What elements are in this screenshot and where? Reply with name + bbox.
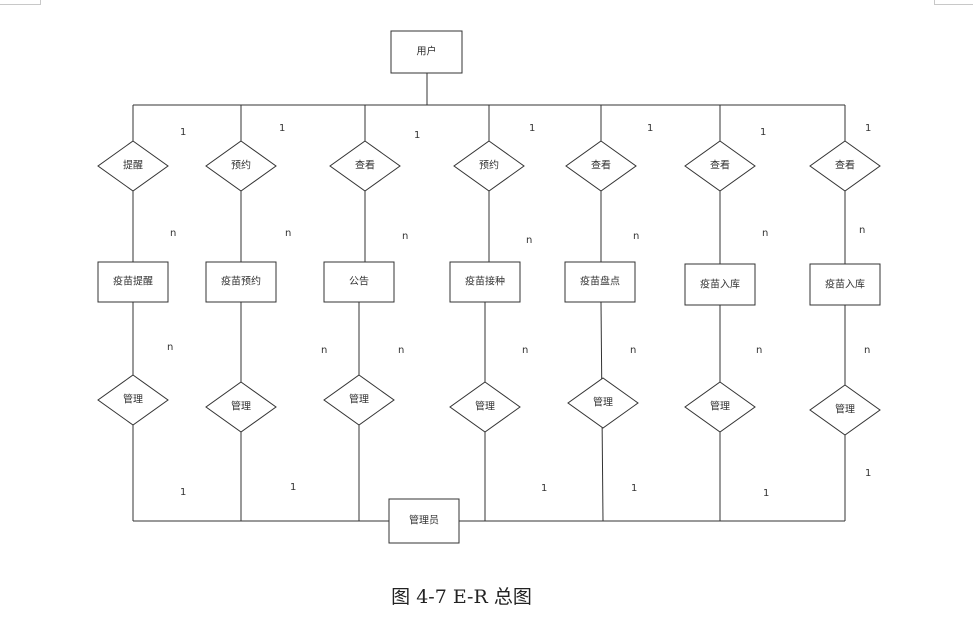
relationship-top-4-label: 预约: [479, 159, 499, 172]
cardinality-bottom-many: n n n n n n n n: [167, 342, 870, 356]
entity-announcement-label: 公告: [349, 275, 369, 288]
relationship-top-6: 查看: [684, 140, 756, 192]
cardinality-label: n: [321, 345, 327, 356]
figure-caption: 图 4-7 E-R 总图: [391, 586, 532, 608]
cardinality-label: 1: [414, 130, 420, 141]
relationship-top-3-label: 查看: [355, 159, 375, 172]
relationship-top-1-label: 提醒: [123, 160, 143, 172]
entity-user-label: 用户: [417, 45, 437, 58]
relationship-bottom-7-label: 管理: [835, 403, 855, 416]
relationship-top-4: 预约: [453, 140, 525, 192]
entity-vaccination-label: 疫苗接种: [465, 275, 505, 288]
entity-vaccine-stock-in-1-label: 疫苗入库: [700, 278, 740, 291]
cardinality-label: 1: [541, 483, 547, 494]
relationship-bottom-1: 管理: [97, 374, 169, 426]
cardinality-label: 1: [290, 482, 296, 493]
relationship-bottom-1-label: 管理: [123, 393, 143, 406]
cardinality-label: n: [756, 345, 762, 356]
cardinality-label: 1: [760, 127, 766, 138]
relationship-bottom-6-label: 管理: [710, 400, 730, 413]
entity-admin: 管理员: [388, 498, 460, 544]
entity-vaccine-appointment-label: 疫苗预约: [221, 275, 261, 288]
cardinality-label: n: [859, 225, 865, 236]
relationship-top-1: 提醒: [97, 140, 169, 192]
cardinality-label: n: [402, 231, 408, 242]
entity-vaccine-inventory-label: 疫苗盘点: [580, 275, 620, 288]
cardinality-label: 1: [279, 123, 285, 134]
cardinality-label: n: [285, 228, 291, 239]
relationship-bottom-4-label: 管理: [475, 400, 495, 413]
cardinality-label: n: [633, 231, 639, 242]
relationship-top-5-label: 查看: [591, 159, 611, 172]
relationship-bottom-2: 管理: [205, 381, 277, 433]
cardinality-label: n: [526, 235, 532, 246]
relationship-bottom-7: 管理: [809, 384, 881, 436]
cardinality-label: n: [864, 345, 870, 356]
entity-admin-label: 管理员: [409, 514, 439, 527]
page-corner-mark-right: [934, 0, 973, 5]
entity-vaccine-stock-in-2-label: 疫苗入库: [825, 278, 865, 291]
relationship-bottom-3-label: 管理: [349, 393, 369, 406]
cardinality-top-one: 1 1 1 1 1 1 1: [180, 123, 871, 141]
relationship-bottom-5: 管理: [567, 377, 639, 429]
cardinality-label: 1: [763, 488, 769, 499]
entity-user: 用户: [390, 30, 463, 74]
cardinality-label: n: [398, 345, 404, 356]
relationship-bottom-2-label: 管理: [231, 400, 251, 413]
cardinality-label: 1: [865, 468, 871, 479]
cardinality-label: 1: [631, 483, 637, 494]
entity-vaccine-reminder-label: 疫苗提醒: [113, 275, 153, 288]
cardinality-label: n: [167, 342, 173, 353]
entity-vaccine-stock-in-1: 疫苗入库: [684, 263, 756, 306]
relationship-bottom-5-label: 管理: [593, 396, 613, 409]
entity-vaccine-inventory: 疫苗盘点: [564, 261, 636, 303]
relationship-top-7: 查看: [809, 140, 881, 192]
relationship-bottom-4: 管理: [449, 381, 521, 433]
page-corner-mark-left: [0, 0, 41, 5]
relationship-top-3: 查看: [329, 140, 401, 192]
entity-vaccination: 疫苗接种: [449, 261, 521, 303]
entity-announcement: 公告: [323, 261, 395, 303]
relationship-top-6-label: 查看: [710, 159, 730, 172]
cardinality-top-many: n n n n n n n: [170, 225, 865, 246]
entity-vaccine-reminder: 疫苗提醒: [97, 261, 169, 303]
cardinality-label: 1: [865, 123, 871, 134]
relationship-bottom-6: 管理: [684, 381, 756, 433]
relationship-top-5: 查看: [565, 140, 637, 192]
relationship-bottom-3: 管理: [323, 374, 395, 426]
cardinality-label: 1: [529, 123, 535, 134]
relationship-top-2: 预约: [205, 140, 277, 192]
relationship-top-7-label: 查看: [835, 159, 855, 172]
cardinality-bottom-one: 1 1 1 1 1 1: [180, 468, 871, 499]
cardinality-label: 1: [180, 487, 186, 498]
cardinality-label: n: [522, 345, 528, 356]
cardinality-label: n: [170, 228, 176, 239]
entity-vaccine-appointment: 疫苗预约: [205, 261, 277, 303]
cardinality-label: n: [762, 228, 768, 239]
relationship-top-2-label: 预约: [231, 159, 251, 172]
cardinality-label: 1: [180, 127, 186, 138]
cardinality-label: 1: [647, 123, 653, 134]
cardinality-label: n: [630, 345, 636, 356]
entity-vaccine-stock-in-2: 疫苗入库: [809, 263, 881, 306]
